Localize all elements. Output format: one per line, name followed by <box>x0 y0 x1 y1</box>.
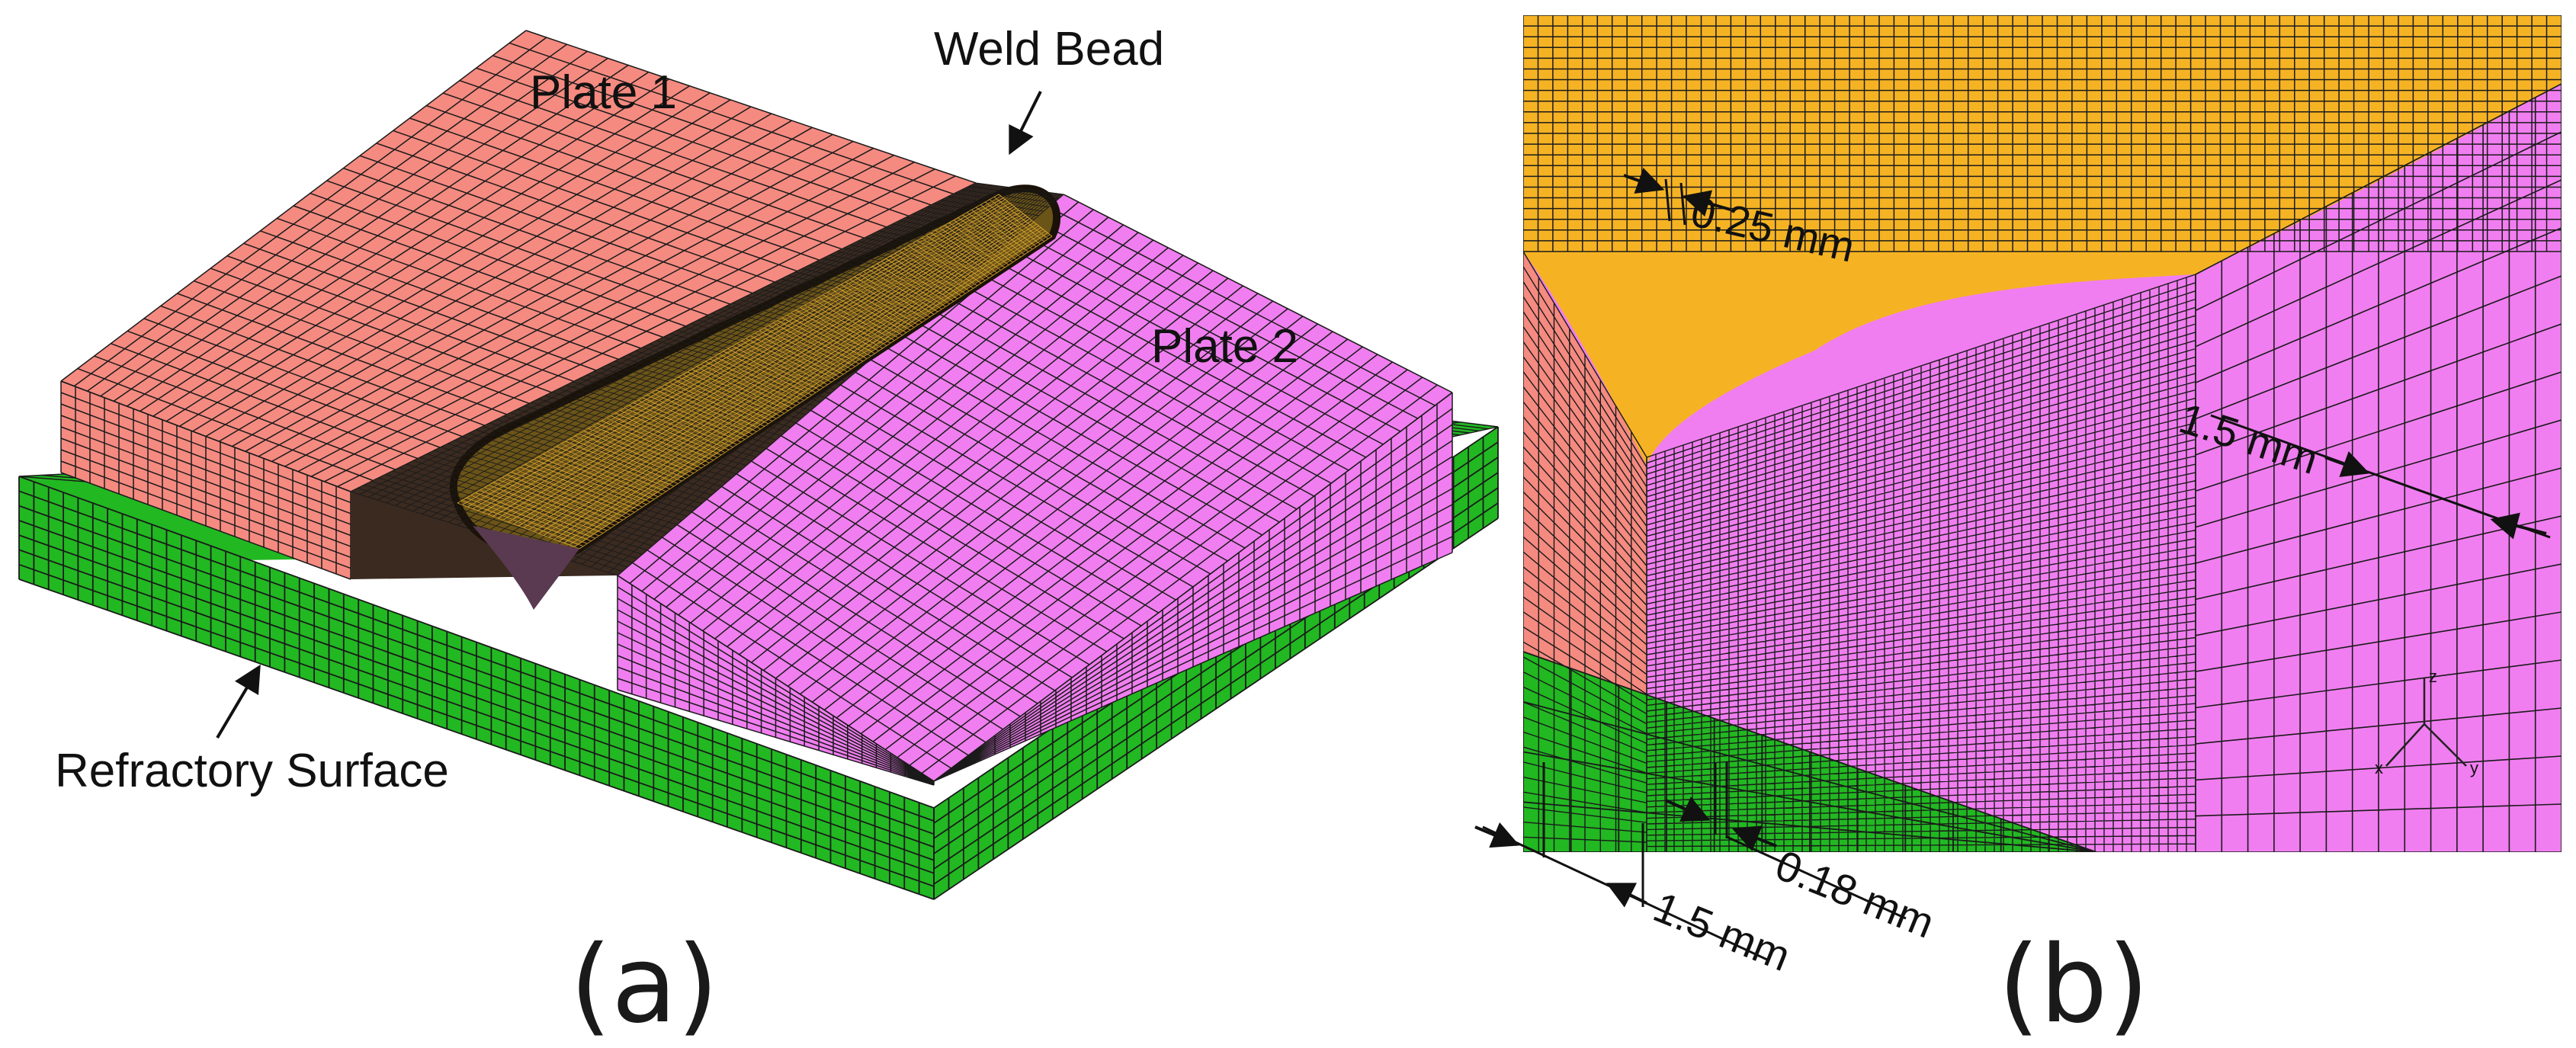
dim-018-arrow-left <box>1665 796 1711 822</box>
weld-bead-mesh <box>350 182 1064 576</box>
refractory-arrow <box>216 664 261 739</box>
plate2-mesh <box>617 194 1453 786</box>
dim-15r-arrow-left <box>1474 822 1520 848</box>
weld-bead-arrow <box>1009 91 1042 155</box>
weld-bead-root <box>473 526 579 610</box>
dim-15-arrow-left <box>2324 451 2370 477</box>
panel-b: 0.25 mm 1.5 mm 0.18 mm 1.5 mm z y x (b) <box>1474 15 2562 1047</box>
panel-b-label: (b) <box>1998 923 2149 1047</box>
dim-label-15-refr: 1.5 mm <box>1647 883 1798 980</box>
plate2-label: Plate 2 <box>1151 320 1298 373</box>
dim-025-tick <box>1664 178 1671 222</box>
axis-y-label: y <box>2470 758 2478 777</box>
weld-bead-label: Weld Bead <box>934 23 1164 75</box>
dim-018-leader <box>1726 835 1907 920</box>
dim-018-arrow-right <box>1731 825 1777 851</box>
dim-15r-arrow-right <box>1606 883 1647 908</box>
plate1-mesh <box>60 30 977 580</box>
dim-025-arrow-left <box>1623 168 1665 194</box>
dim-025-tick <box>1679 182 1686 226</box>
dim-025-arrow-right <box>1682 190 1731 217</box>
axis-x-label: x <box>2375 758 2383 777</box>
b-mesh <box>1523 15 2562 852</box>
panel-a: Plate 1 Plate 2 Weld Bead Refractory Sur… <box>18 23 1499 1047</box>
dim-15-arrow-right <box>2490 512 2547 540</box>
axis-triad <box>2385 678 2467 767</box>
plate2-front-face <box>618 553 934 781</box>
refractory-label: Refractory Surface <box>55 745 449 797</box>
dim-label-018: 0.18 mm <box>1769 841 1942 947</box>
plate1-top-face <box>61 30 976 492</box>
plate2-top-face <box>618 194 1452 781</box>
panel-a-label: (a) <box>569 923 718 1047</box>
plate1-label: Plate 1 <box>530 66 677 119</box>
axis-z-label: z <box>2429 667 2437 686</box>
